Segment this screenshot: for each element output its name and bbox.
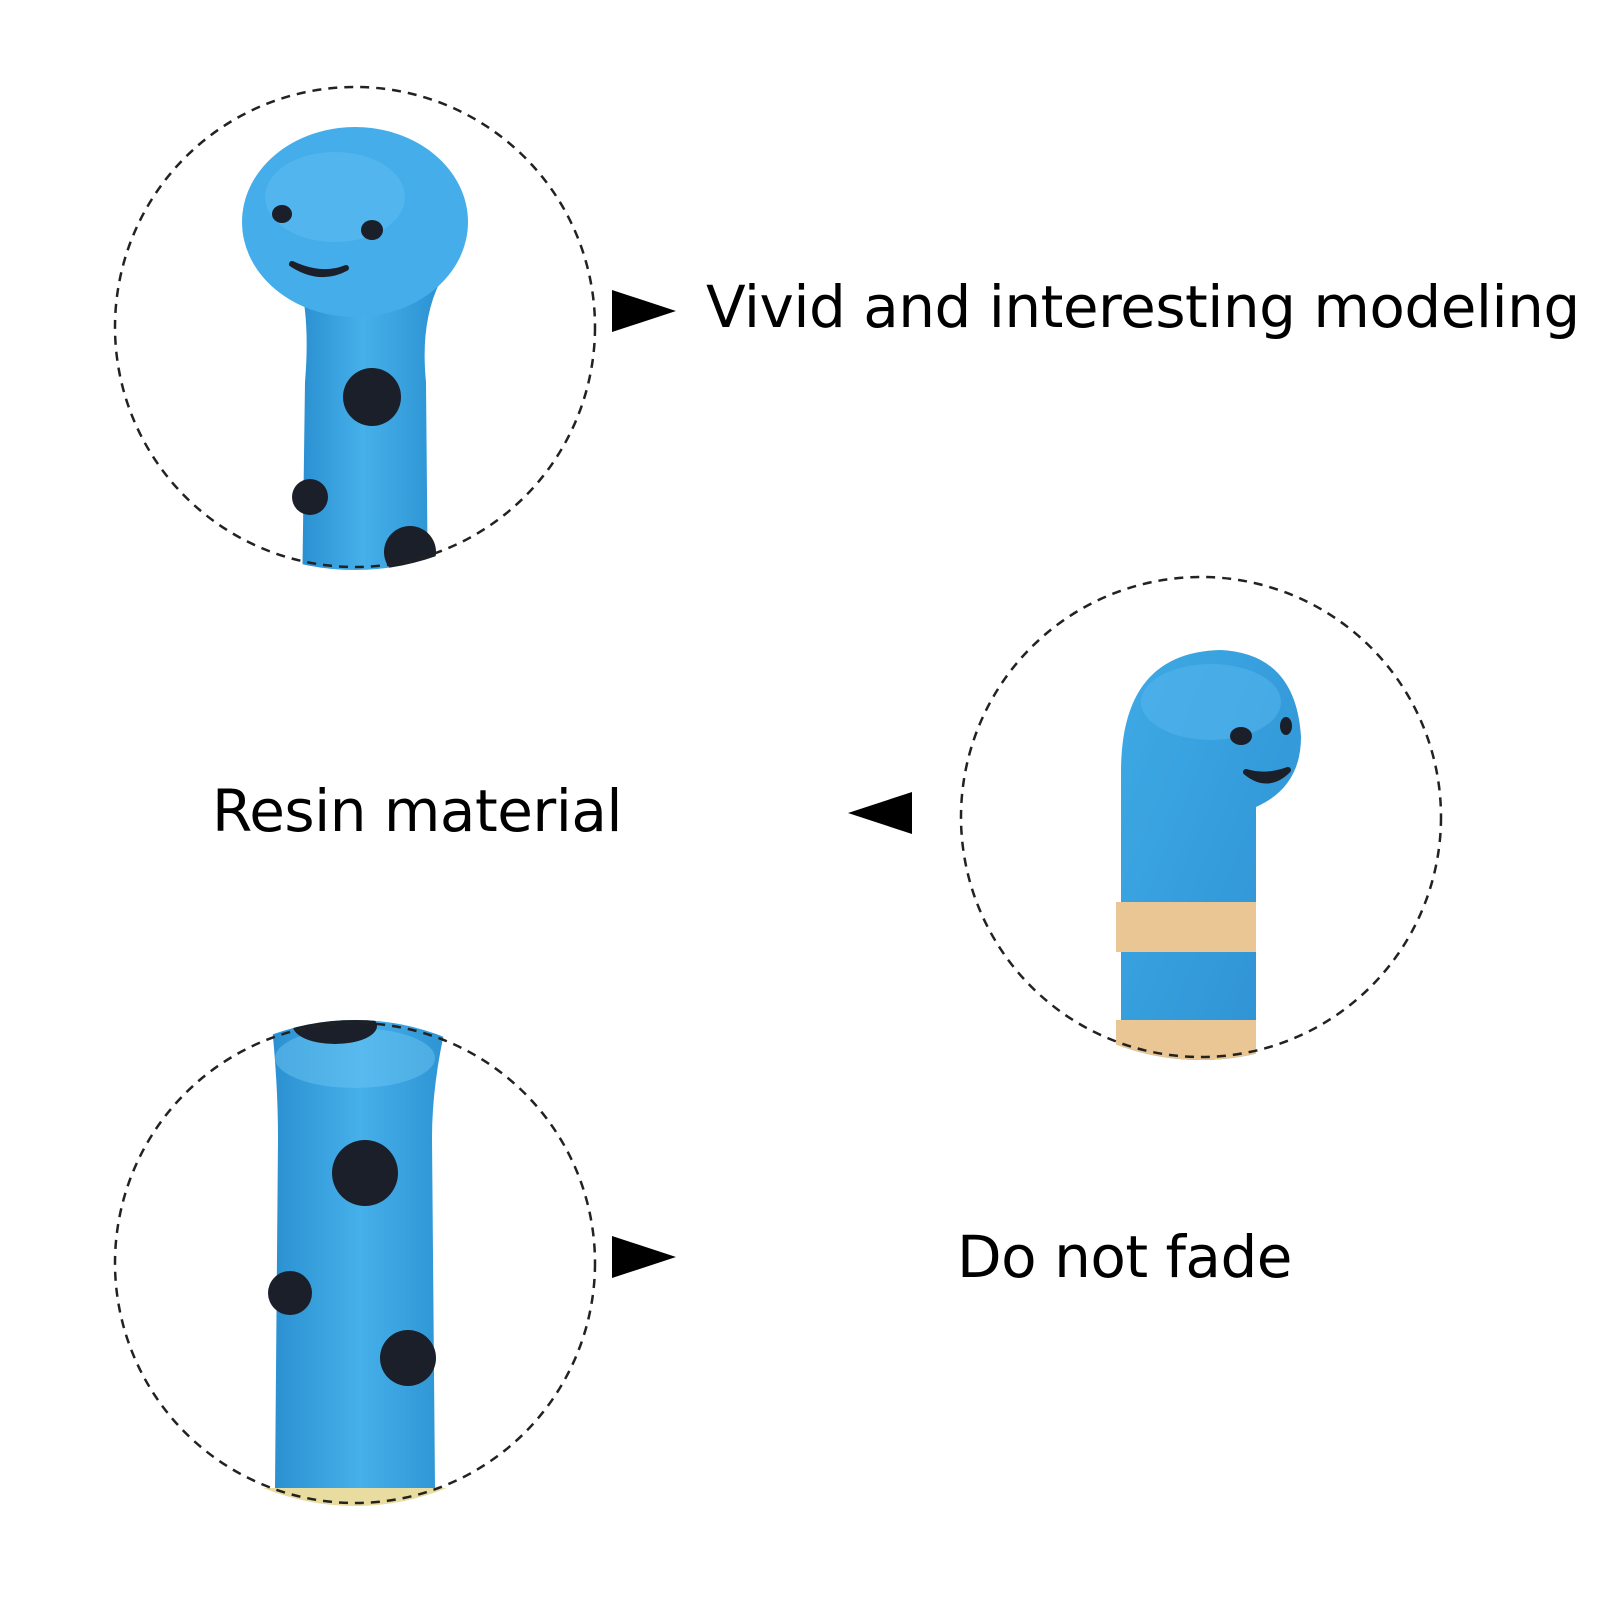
blue-snake-head-closeup: [113, 85, 597, 570]
left-triangle-icon: [848, 792, 912, 834]
feature-label-fade: Do not fade: [957, 1223, 1292, 1291]
right-triangle-icon: [612, 1236, 676, 1278]
right-triangle-icon: [612, 290, 676, 332]
feature-label-modeling: Vivid and interesting modeling: [706, 273, 1580, 341]
detail-circle-side: [956, 572, 1446, 1062]
blue-snake-side-closeup: [959, 575, 1443, 1060]
blue-snake-body-closeup: [113, 1020, 597, 1506]
detail-circle-body: [110, 1018, 600, 1508]
detail-circle-head: [110, 82, 600, 572]
feature-label-material: Resin material: [212, 777, 623, 845]
